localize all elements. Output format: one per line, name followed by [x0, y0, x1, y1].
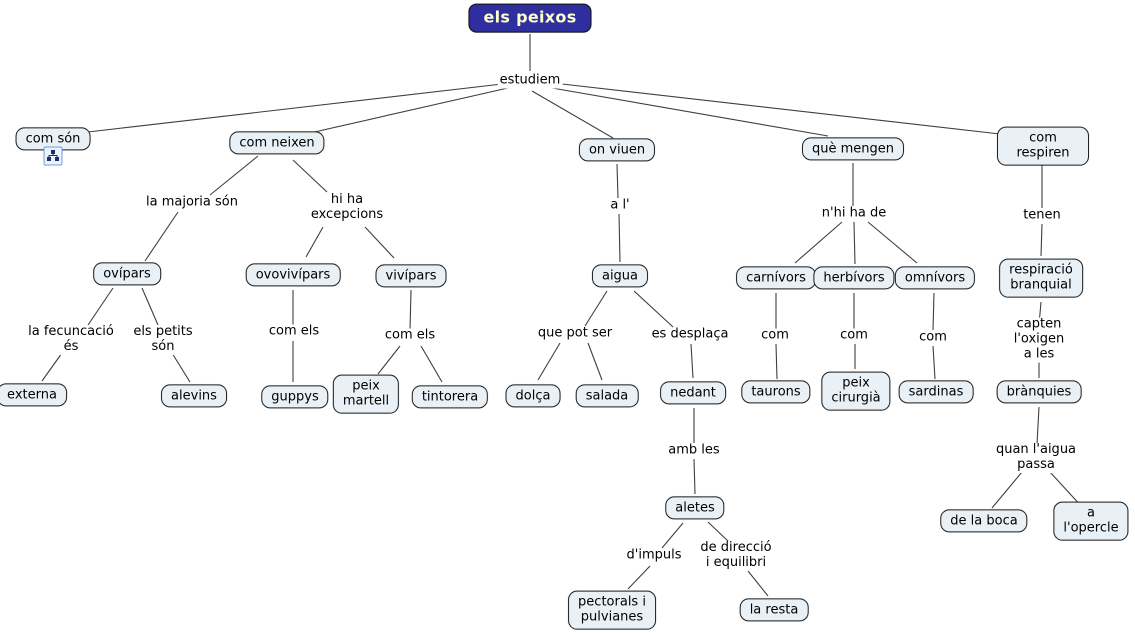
- link-capten-oxigen[interactable]: capten l'oxigen a les: [991, 317, 1087, 363]
- node-aletes[interactable]: aletes: [665, 496, 725, 520]
- link-la-majoria-son[interactable]: la majoria són: [144, 194, 240, 211]
- node-com-neixen[interactable]: com neixen: [229, 131, 325, 155]
- node-carnivors[interactable]: carnívors: [736, 266, 816, 290]
- link-com-els-2[interactable]: com els: [382, 327, 438, 344]
- link-nhi-ha-de[interactable]: n'hi ha de: [819, 205, 889, 222]
- node-ovovivipars[interactable]: ovovivípars: [245, 263, 341, 287]
- link-a-l[interactable]: a l': [608, 197, 632, 214]
- node-alevins[interactable]: alevins: [161, 384, 227, 408]
- node-aigua[interactable]: aigua: [591, 264, 649, 288]
- node-guppys[interactable]: guppys: [261, 385, 329, 409]
- node-que-mengen[interactable]: què mengen: [801, 137, 905, 161]
- node-nedant[interactable]: nedant: [660, 381, 726, 405]
- link-la-fecuncacio-es[interactable]: la fecuncació és: [26, 324, 116, 355]
- node-respiracio-branquial[interactable]: respiració branquial: [999, 258, 1083, 298]
- node-salada[interactable]: salada: [575, 384, 639, 408]
- node-sardinas[interactable]: sardinas: [898, 380, 974, 404]
- link-que-pot-ser[interactable]: que pot ser: [535, 325, 615, 342]
- node-de-la-boca[interactable]: de la boca: [940, 509, 1028, 533]
- node-peix-cirurgia[interactable]: peix cirurgià: [821, 371, 891, 411]
- link-com-2[interactable]: com: [838, 327, 870, 344]
- node-tintorera[interactable]: tintorera: [411, 385, 489, 409]
- link-de-direccio[interactable]: de direcció i equilibri: [698, 540, 774, 571]
- link-es-desplaca[interactable]: es desplaça: [649, 326, 731, 343]
- link-com-1[interactable]: com: [759, 327, 791, 344]
- link-com-els-1[interactable]: com els: [266, 323, 322, 340]
- link-els-petits-son[interactable]: els petits són: [131, 324, 195, 355]
- node-herbivors[interactable]: herbívors: [813, 266, 895, 290]
- node-omnivors[interactable]: omnívors: [894, 266, 976, 290]
- node-a-lopercle[interactable]: a l'opercle: [1053, 501, 1129, 541]
- node-com-respiren[interactable]: com respiren: [997, 126, 1089, 166]
- node-branquies[interactable]: brànquies: [996, 380, 1082, 404]
- node-ovipars[interactable]: ovípars: [93, 262, 161, 286]
- link-dimpuls[interactable]: d'impuls: [624, 547, 684, 564]
- link-com-3[interactable]: com: [917, 329, 949, 346]
- org-chart-glyph: [47, 150, 59, 161]
- link-amb-les[interactable]: amb les: [666, 442, 722, 459]
- node-la-resta[interactable]: la resta: [739, 598, 809, 622]
- link-estudiem[interactable]: estudiem: [497, 72, 563, 89]
- concept-submap-icon[interactable]: [43, 146, 63, 166]
- node-pectorals-i-pulvianes[interactable]: pectorals i pulvianes: [568, 590, 656, 630]
- node-com-son[interactable]: com són: [15, 127, 91, 151]
- node-on-viuen[interactable]: on viuen: [578, 138, 656, 162]
- node-taurons[interactable]: taurons: [741, 380, 811, 404]
- link-quan-aigua-passa[interactable]: quan l'aigua passa: [993, 442, 1079, 473]
- root-node-els-peixos[interactable]: els peixos: [468, 3, 592, 33]
- link-hi-ha-excepcions[interactable]: hi ha excepcions: [308, 192, 386, 223]
- link-tenen[interactable]: tenen: [1021, 207, 1063, 224]
- node-vivipars[interactable]: vivípars: [375, 264, 447, 288]
- node-externa[interactable]: externa: [0, 383, 67, 407]
- node-dolca[interactable]: dolça: [505, 384, 561, 408]
- node-peix-martell[interactable]: peix martell: [332, 374, 400, 414]
- edge-paths: [41, 34, 1084, 597]
